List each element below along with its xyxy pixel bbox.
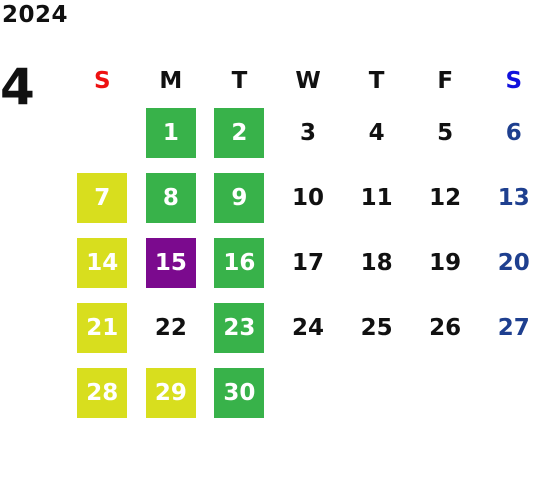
day-cell: 27 [479, 295, 548, 360]
day-number: 11 [360, 184, 393, 211]
weekday-header-row: S M T W T F S [68, 62, 548, 100]
weekday-sunday: S [94, 68, 111, 94]
day-cell: 4 [342, 100, 411, 165]
day-cell: 18 [342, 230, 411, 295]
day-number: 5 [437, 119, 454, 146]
day-number: 3 [300, 119, 317, 146]
day-cell: 3 [274, 100, 343, 165]
day-number: 22 [154, 314, 187, 341]
empty-day [77, 108, 127, 158]
empty-day [489, 368, 539, 418]
day-cell: 16 [205, 230, 274, 295]
day-number: 16 [214, 237, 265, 288]
day-cell: 24 [274, 295, 343, 360]
day-number: 18 [360, 249, 393, 276]
day-cell: 22 [137, 295, 206, 360]
day-number: 27 [497, 314, 530, 341]
day-number: 14 [77, 237, 128, 288]
day-cell: 2 [205, 100, 274, 165]
day-number: 10 [292, 184, 325, 211]
day-cell [342, 360, 411, 425]
weekday-monday: M [159, 68, 183, 94]
day-number: 19 [429, 249, 462, 276]
week-row: 21 22 23 24 25 26 27 [68, 295, 548, 360]
day-number: 9 [214, 172, 265, 223]
day-number: 29 [145, 367, 196, 418]
day-cell [68, 100, 137, 165]
day-cell: 11 [342, 165, 411, 230]
day-cell: 17 [274, 230, 343, 295]
day-number: 25 [360, 314, 393, 341]
year-label: 2024 [2, 2, 69, 28]
day-cell: 12 [411, 165, 480, 230]
month-number: 4 [0, 58, 35, 116]
day-number: 28 [77, 367, 128, 418]
empty-day [352, 368, 402, 418]
day-cell: 7 [68, 165, 137, 230]
day-cell: 23 [205, 295, 274, 360]
day-cell: 8 [137, 165, 206, 230]
day-number: 23 [214, 302, 265, 353]
day-number: 6 [505, 119, 522, 146]
day-cell: 29 [137, 360, 206, 425]
weekday-friday: F [437, 68, 454, 94]
day-cell: 15 [137, 230, 206, 295]
day-cell: 25 [342, 295, 411, 360]
day-number: 17 [292, 249, 325, 276]
day-number: 1 [145, 107, 196, 158]
day-cell: 13 [479, 165, 548, 230]
day-cell: 26 [411, 295, 480, 360]
day-number: 7 [77, 172, 128, 223]
weekday-tuesday: T [231, 68, 248, 94]
day-cell: 28 [68, 360, 137, 425]
day-number: 20 [497, 249, 530, 276]
day-number: 21 [77, 302, 128, 353]
day-cell: 30 [205, 360, 274, 425]
day-cell: 6 [479, 100, 548, 165]
day-cell [479, 360, 548, 425]
day-number: 13 [497, 184, 530, 211]
day-cell: 19 [411, 230, 480, 295]
day-number: 4 [368, 119, 385, 146]
day-cell: 20 [479, 230, 548, 295]
day-number: 8 [145, 172, 196, 223]
day-number: 30 [214, 367, 265, 418]
day-number: 2 [214, 107, 265, 158]
week-row: 28 29 30 [68, 360, 548, 425]
day-cell: 21 [68, 295, 137, 360]
day-cell: 5 [411, 100, 480, 165]
day-cell [411, 360, 480, 425]
weekday-wednesday: W [295, 68, 321, 94]
weekday-saturday: S [505, 68, 523, 94]
week-row: 14 15 16 17 18 19 20 [68, 230, 548, 295]
day-number: 24 [292, 314, 325, 341]
day-cell: 10 [274, 165, 343, 230]
day-number: 15 [145, 237, 196, 288]
empty-day [420, 368, 470, 418]
day-number: 26 [429, 314, 462, 341]
day-cell [274, 360, 343, 425]
day-cell: 9 [205, 165, 274, 230]
day-cell: 1 [137, 100, 206, 165]
day-number: 12 [429, 184, 462, 211]
empty-day [283, 368, 333, 418]
weekday-thursday: T [368, 68, 385, 94]
day-cell: 14 [68, 230, 137, 295]
